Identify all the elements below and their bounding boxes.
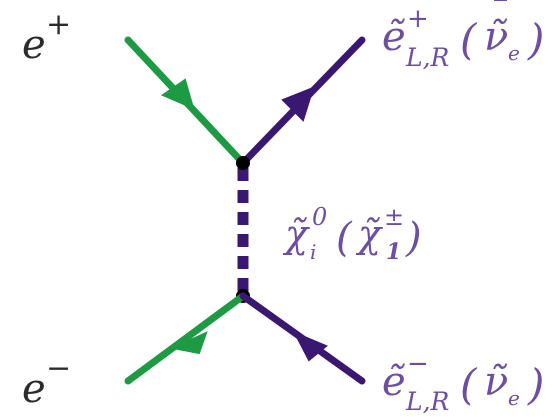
electron-label: e − bbox=[22, 351, 71, 412]
selectron-plus-arrow-icon bbox=[281, 86, 315, 122]
svg-text:(: ( bbox=[460, 360, 478, 409]
svg-text:±: ± bbox=[384, 203, 404, 231]
svg-text:): ) bbox=[405, 215, 422, 261]
svg-text:‾: ‾ bbox=[494, 0, 507, 27]
svg-text:e: e bbox=[508, 386, 520, 410]
svg-text:(: ( bbox=[460, 15, 478, 64]
svg-text:−: − bbox=[407, 349, 429, 379]
positron-arrow-icon bbox=[160, 78, 195, 110]
svg-text:e: e bbox=[22, 22, 46, 68]
svg-text:χ̃: χ̃ bbox=[355, 212, 383, 256]
svg-text:(: ( bbox=[336, 215, 353, 261]
svg-text:): ) bbox=[527, 15, 544, 64]
selectron-minus-label: ẽ − L,R ( ν̃ e ) bbox=[382, 349, 544, 416]
svg-text:L,R: L,R bbox=[405, 43, 449, 72]
selectron-minus-arrow-icon bbox=[292, 331, 328, 362]
selectron-plus-label: ẽ + L,R ( ‾ ν̃ e ) bbox=[382, 0, 544, 72]
svg-text:L,R: L,R bbox=[405, 387, 449, 416]
svg-text:ν̃: ν̃ bbox=[484, 14, 508, 60]
svg-text:ẽ: ẽ bbox=[382, 14, 406, 60]
electron-arrow-icon bbox=[169, 331, 208, 355]
exchange-label: χ̃ 0 i ( χ̃ ± 1 ) bbox=[282, 203, 422, 265]
electron-line bbox=[124, 292, 247, 385]
svg-text:+: + bbox=[407, 4, 429, 34]
top-vertex bbox=[236, 156, 250, 170]
svg-text:): ) bbox=[527, 360, 544, 409]
svg-text:e: e bbox=[22, 366, 46, 412]
svg-text:ν̃: ν̃ bbox=[484, 359, 508, 405]
svg-text:χ̃: χ̃ bbox=[282, 212, 310, 256]
svg-text:0: 0 bbox=[312, 203, 327, 231]
svg-text:−: − bbox=[46, 351, 71, 386]
positron-label: e + bbox=[22, 7, 71, 68]
svg-text:ẽ: ẽ bbox=[382, 359, 406, 405]
svg-text:e: e bbox=[508, 41, 520, 65]
svg-text:i: i bbox=[310, 240, 316, 264]
svg-text:+: + bbox=[46, 7, 71, 42]
svg-text:1: 1 bbox=[386, 239, 401, 265]
